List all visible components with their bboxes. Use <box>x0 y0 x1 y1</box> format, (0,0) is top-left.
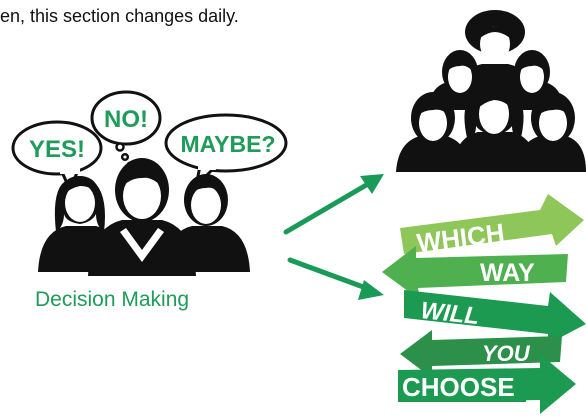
crowd-icon <box>396 10 586 172</box>
yes-label: YES! <box>29 136 85 163</box>
sign-way-label: WAY <box>480 259 535 287</box>
no-bubble: NO! <box>90 90 162 169</box>
no-label: NO! <box>104 106 148 133</box>
yes-bubble: YES! <box>11 120 103 192</box>
sign-which: WHICH <box>400 194 584 258</box>
sign-choose: CHOOSE <box>398 354 576 414</box>
sign-will-label: WILL <box>419 297 480 330</box>
decision-people-group: YES! NO! MAYBE? <box>11 90 288 276</box>
sign-you-label: YOU <box>482 341 531 366</box>
sign-you: YOU <box>400 330 562 378</box>
sign-which-label: WHICH <box>415 217 506 258</box>
direction-signs: WHICH WAY WILL YOU CHOOSE <box>382 194 586 414</box>
arrow-up-icon <box>283 174 384 235</box>
header-text: en, this section changes daily. <box>0 6 239 26</box>
sign-choose-label: CHOOSE <box>402 372 515 402</box>
maybe-label: MAYBE? <box>181 131 276 157</box>
decision-making-caption: Decision Making <box>35 288 190 311</box>
sign-will: WILL <box>404 290 586 344</box>
sign-way: WAY <box>382 246 568 300</box>
maybe-bubble: MAYBE? <box>164 113 288 188</box>
arrow-down-icon <box>287 257 384 300</box>
person-center-icon <box>88 158 196 276</box>
